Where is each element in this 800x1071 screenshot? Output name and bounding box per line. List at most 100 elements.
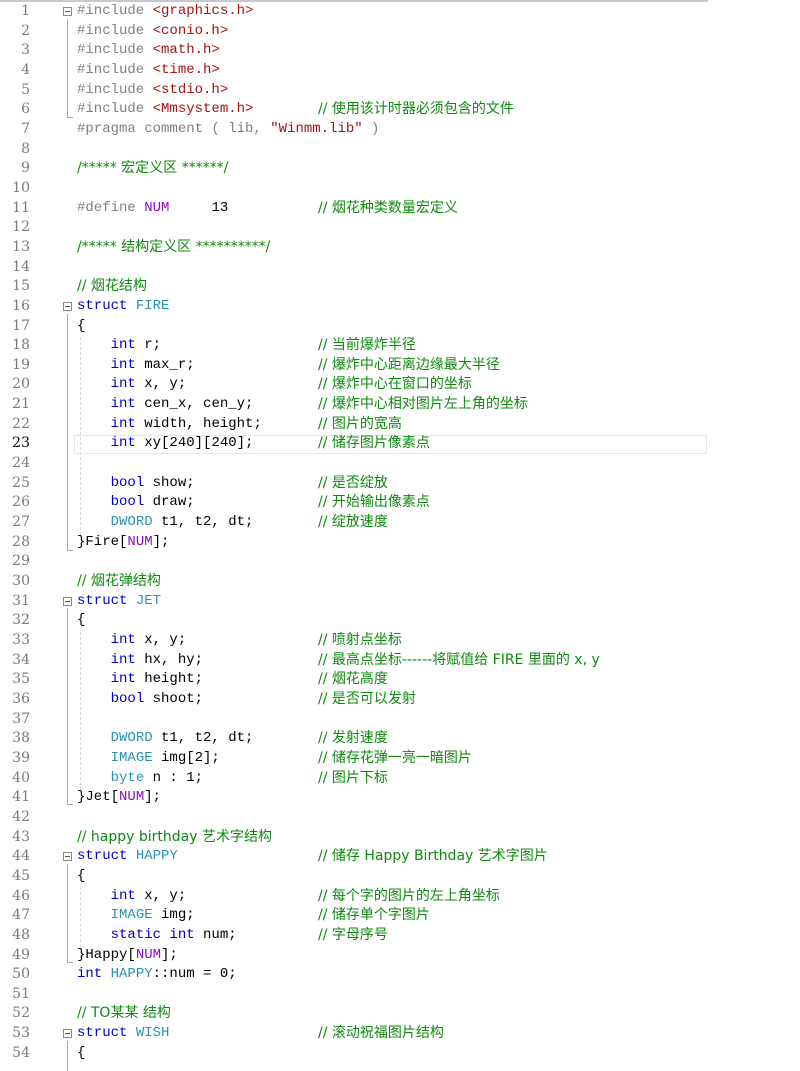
code-line[interactable]: 7#pragma comment ( lib, "Winmm.lib" ) <box>0 120 800 140</box>
collapse-icon[interactable] <box>63 301 72 311</box>
code-line[interactable]: 51 <box>0 985 800 1005</box>
editor-top-border <box>0 0 708 2</box>
inline-comment: // 是否可以发射 <box>318 690 416 707</box>
code-line[interactable]: 49}Happy[NUM]; <box>0 946 800 966</box>
code-line[interactable]: 14 <box>0 258 800 278</box>
code-line[interactable]: 41}Jet[NUM]; <box>0 788 800 808</box>
code-line[interactable]: 40 byte n : 1;// 图片下标 <box>0 769 800 789</box>
code-line[interactable]: 26 bool draw;// 开始输出像素点 <box>0 493 800 513</box>
inline-comment: // 喷射点坐标 <box>318 632 402 648</box>
code-token: int <box>110 651 136 668</box>
collapse-icon[interactable] <box>63 852 72 862</box>
code-line[interactable]: 29 <box>0 552 800 572</box>
code-line[interactable]: 47 IMAGE img;// 储存单个字图片 <box>0 906 800 926</box>
code-token: x, y; <box>135 887 187 904</box>
line-number: 17 <box>12 317 30 334</box>
code-token: cen_x, cen_y; <box>135 396 254 413</box>
code-token: r; <box>135 337 162 354</box>
code-token: img; <box>152 907 195 924</box>
line-number: 51 <box>12 985 30 1002</box>
code-line[interactable]: 33 int x, y;// 喷射点坐标 <box>0 631 800 651</box>
code-token: max_r; <box>135 356 195 373</box>
code-text: int x, y; <box>77 887 187 907</box>
code-line[interactable]: 30// 烟花弹结构 <box>0 572 800 592</box>
code-line[interactable]: 46 int x, y;// 每个字的图片的左上角坐标 <box>0 887 800 907</box>
code-line[interactable]: 10 <box>0 179 800 199</box>
code-token: FIRE <box>135 297 170 314</box>
code-token: NUM <box>144 199 170 216</box>
line-number: 38 <box>12 730 30 747</box>
collapse-icon[interactable] <box>63 7 72 16</box>
code-line[interactable]: 54{ <box>0 1044 800 1064</box>
inline-comment: // 储存花弹一亮一暗图片 <box>318 749 472 766</box>
inline-comment: // 每个字的图片的左上角坐标 <box>318 887 500 904</box>
line-number: 36 <box>12 690 30 707</box>
code-text: { <box>77 317 85 337</box>
code-text: struct FIRE <box>77 297 169 317</box>
code-token <box>77 396 111 412</box>
code-line[interactable]: 35 int height;// 烟花高度 <box>0 670 800 690</box>
code-line[interactable]: 27 DWORD t1, t2, dt;// 绽放速度 <box>0 513 800 533</box>
inline-comment: // 烟花种类数量宏定义 <box>318 199 458 216</box>
code-line[interactable]: 9/***** 宏定义区 ******/ <box>0 159 800 179</box>
code-line[interactable]: 12 <box>0 218 800 238</box>
code-line[interactable]: 34 int hx, hy;// 最高点坐标------将赋值给 FIRE 里面… <box>0 651 800 671</box>
line-number: 27 <box>12 514 30 531</box>
code-token: DWORD <box>110 514 153 531</box>
code-token <box>77 691 111 707</box>
code-line[interactable]: 5#include <stdio.h> <box>0 81 800 101</box>
code-line[interactable]: 20 int x, y;// 爆炸中心在窗口的坐标 <box>0 375 800 395</box>
code-line[interactable]: 18 int r;// 当前爆炸半径 <box>0 336 800 356</box>
line-number: 5 <box>21 81 30 98</box>
collapse-icon[interactable] <box>63 596 72 606</box>
code-line[interactable]: 13/***** 结构定义区 **********/ <box>0 238 800 258</box>
code-line[interactable]: 43// happy birthday 艺术字结构 <box>0 828 800 848</box>
code-line[interactable]: 37 <box>0 710 800 730</box>
code-line[interactable]: 15// 烟花结构 <box>0 277 800 297</box>
code-line[interactable]: 28}Fire[NUM]; <box>0 533 800 553</box>
code-line[interactable]: 24 <box>0 454 800 474</box>
code-line[interactable]: 52// TO某某 结构 <box>0 1004 800 1024</box>
line-number: 6 <box>21 101 30 118</box>
code-line[interactable]: 36 bool shoot;// 是否可以发射 <box>0 690 800 710</box>
line-number: 39 <box>12 749 30 766</box>
collapse-icon[interactable] <box>63 1029 72 1039</box>
code-line[interactable]: 4#include <time.h> <box>0 61 800 81</box>
line-number: 14 <box>12 258 30 275</box>
code-text: #include <time.h> <box>77 61 220 81</box>
code-line[interactable]: 2#include <conio.h> <box>0 22 800 42</box>
code-line[interactable]: 3#include <math.h> <box>0 41 800 61</box>
code-line[interactable]: 23 int xy[240][240];// 储存图片像素点 <box>0 434 800 454</box>
code-line[interactable]: 22 int width, height;// 图片的宽高 <box>0 415 800 435</box>
code-line[interactable]: 48 static int num;// 字母序号 <box>0 926 800 946</box>
code-line[interactable]: 17 { <box>0 317 800 337</box>
code-token: bool <box>110 474 145 491</box>
code-line[interactable]: 32{ <box>0 611 800 631</box>
code-line[interactable]: 42 <box>0 808 800 828</box>
code-token <box>77 730 111 746</box>
code-line[interactable]: 8 <box>0 140 800 160</box>
code-text: #include <graphics.h> <box>77 2 253 22</box>
code-line[interactable]: 11#define NUM 13// 烟花种类数量宏定义 <box>0 199 800 219</box>
code-line[interactable]: 45{ <box>0 867 800 887</box>
code-line[interactable]: 39 IMAGE img[2];// 储存花弹一亮一暗图片 <box>0 749 800 769</box>
code-line[interactable]: 6#include <Mmsystem.h>// 使用该计时器必须包含的文件 <box>0 100 800 120</box>
code-line[interactable]: 1#include <graphics.h> <box>0 2 800 22</box>
code-line[interactable]: 19 int max_r;// 爆炸中心距离边缘最大半径 <box>0 356 800 376</box>
code-token: int <box>110 376 136 393</box>
line-number: 8 <box>21 140 30 157</box>
code-line[interactable]: 38 DWORD t1, t2, dt;// 发射速度 <box>0 729 800 749</box>
fold-region-line <box>67 864 68 962</box>
line-number: 32 <box>12 612 30 629</box>
code-text: int height; <box>77 670 203 690</box>
code-token: int <box>110 435 136 452</box>
code-text: int x, y; <box>77 375 187 395</box>
code-line[interactable]: 21 int cen_x, cen_y;// 爆炸中心相对图片左上角的坐标 <box>0 395 800 415</box>
code-line[interactable]: 25 bool show;// 是否绽放 <box>0 474 800 494</box>
